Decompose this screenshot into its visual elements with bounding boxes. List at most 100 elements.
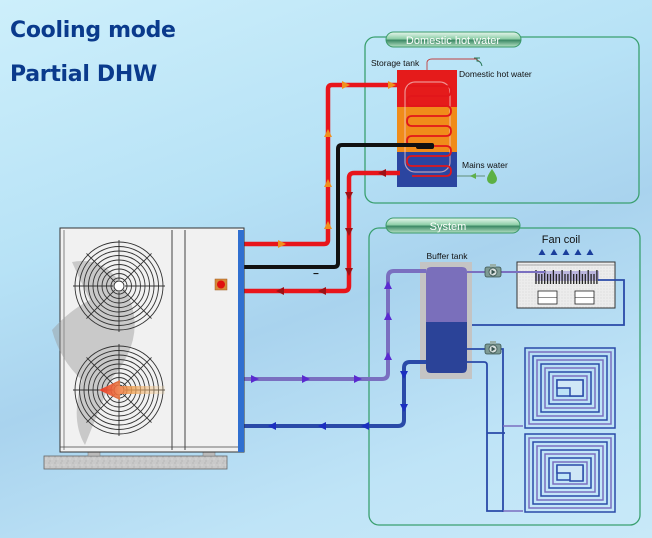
air-arrow-head (574, 249, 582, 255)
dhw-pipes: − (242, 81, 420, 295)
loop-ring (540, 363, 600, 413)
flow-arrow (276, 287, 284, 295)
flow-arrow (318, 422, 326, 430)
domestic-hot-water-label: Domestic hot water (459, 69, 532, 79)
loop-ring (532, 355, 608, 421)
grille-spoke (122, 253, 152, 283)
mode-subtitle: Partial DHW (10, 62, 157, 87)
dhw-flow-pipe (242, 82, 400, 247)
status-light-icon (217, 280, 225, 289)
flow-arrow (318, 287, 326, 295)
loop-ring (552, 461, 588, 485)
dhw-panel-header-pill (385, 31, 522, 48)
sensor-cable (242, 143, 420, 269)
dhw-panel-header: Domestic hot water (406, 35, 500, 47)
mode-title: Cooling mode (10, 18, 176, 43)
dhw-return-pipe (242, 170, 400, 294)
loop-ring (544, 453, 596, 493)
air-arrow-head (538, 249, 546, 255)
loop-outer (524, 433, 616, 513)
loop-ring (544, 367, 596, 409)
heating-coil (406, 85, 452, 177)
system-panel-header-pill (385, 217, 521, 234)
floor-heating-loops (524, 347, 616, 513)
loop-ring (532, 441, 608, 505)
flow-arrow (388, 81, 396, 89)
hot-flow-arrows (276, 81, 396, 295)
fan-grille-top (73, 240, 165, 332)
unit-side-panel (238, 230, 244, 452)
airflow-arrows (538, 249, 594, 268)
circulation-pump-fan-coil (484, 264, 502, 278)
outdoor-unit (43, 227, 245, 470)
flow-arrow (384, 352, 392, 360)
flow-arrow (378, 169, 386, 177)
flow-arrow (354, 375, 362, 383)
domestic-hot-water-outlet (426, 58, 481, 70)
flow-arrow (400, 404, 408, 412)
dhw-panel: Domestic hot water Storage tank Domestic… (364, 31, 640, 204)
fan-coil-return-pipe (472, 279, 625, 326)
grille-spoke (86, 357, 116, 387)
grille-spoke (86, 289, 116, 319)
loop-ring (528, 437, 612, 509)
flow-arrow (324, 179, 332, 187)
floor-supply-pipe (467, 348, 504, 512)
water-drop-icon (487, 169, 497, 184)
flow-arrow (268, 422, 276, 430)
flow-arrow (345, 192, 353, 200)
floor-return-pipe (467, 361, 504, 512)
loop-ring (540, 449, 600, 497)
system-panel: System Buffer tank Fan coil (368, 217, 641, 526)
fan-coil-fins (535, 270, 599, 284)
grille-spoke (122, 357, 152, 387)
flow-arrow (384, 312, 392, 320)
loop-ring (548, 457, 592, 489)
grille-spoke (86, 393, 116, 423)
system-pipes (242, 264, 625, 512)
cold-flow-arrows (251, 281, 408, 430)
airflow-out-arrow (99, 380, 165, 400)
mains-flow-arrow (470, 173, 476, 179)
flow-arrow (345, 268, 353, 276)
fan-hub (113, 280, 125, 292)
grille-spoke (86, 253, 116, 283)
air-arrow-head (550, 249, 558, 255)
flow-arrow (324, 129, 332, 137)
loop-ring (528, 351, 612, 425)
grille-spoke (122, 393, 152, 423)
loop-outer (524, 347, 616, 429)
flow-arrow (302, 375, 310, 383)
buffer-tank-label: Buffer tank (427, 251, 469, 261)
grille-spoke (122, 289, 152, 319)
concrete-base (43, 455, 228, 470)
loop-ring (536, 359, 604, 417)
mains-water-label: Mains water (462, 160, 508, 170)
fan-coil-label: Fan coil (542, 234, 581, 246)
fan-coil-unit (516, 249, 616, 309)
loop-ring (548, 371, 592, 405)
air-arrow-head (586, 249, 594, 255)
flow-arrow (278, 240, 286, 248)
flow-arrow (400, 371, 408, 379)
loop-center (556, 464, 584, 482)
flow-arrow (342, 81, 350, 89)
tap-icon (474, 57, 483, 67)
flow-arrow (251, 375, 259, 383)
loop-center (556, 379, 584, 397)
flow-arrow (345, 228, 353, 236)
storage-tank (397, 70, 457, 187)
coil-band (535, 271, 599, 281)
flow-arrow (324, 221, 332, 229)
system-return-pipe (242, 360, 426, 428)
circulation-pump-floor (484, 341, 502, 355)
loop-ring (536, 445, 604, 501)
system-supply-pipe (242, 269, 426, 381)
buffer-tank (420, 262, 472, 379)
minus-marker: − (313, 269, 319, 280)
flow-arrow (361, 422, 369, 430)
system-panel-header: System (430, 221, 467, 233)
flow-arrow (384, 281, 392, 289)
air-arrow-head (562, 249, 570, 255)
